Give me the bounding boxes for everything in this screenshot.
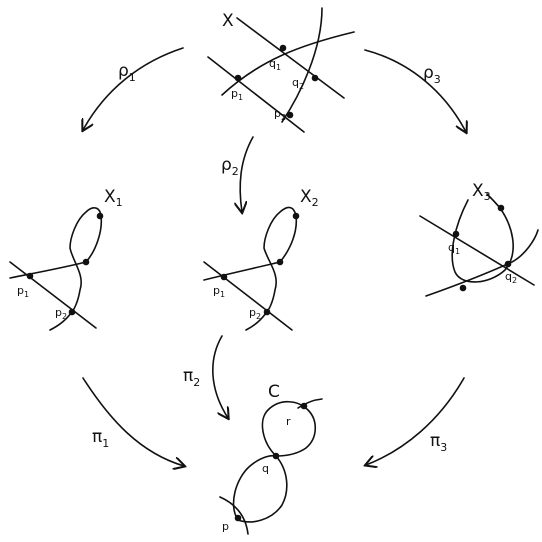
x-curve-b <box>207 56 305 133</box>
x2-point-node <box>276 258 284 266</box>
label-rho-3: ρ3 <box>423 63 441 86</box>
x1-point-node <box>82 258 90 266</box>
x2-point-p1 <box>220 273 228 281</box>
c-q-label: q <box>262 462 269 475</box>
x1-point-p1 <box>26 272 34 280</box>
label-pi-3: π3 <box>430 431 447 454</box>
c-point-r <box>300 402 308 410</box>
x1-title: X1 <box>104 187 123 209</box>
x2-p1-label: p1 <box>213 284 225 299</box>
arrow-rho-2 <box>240 136 254 212</box>
x3-closed-curve <box>451 193 514 283</box>
c-lower-loop <box>232 454 288 523</box>
x3-q2-label: q2 <box>505 270 517 285</box>
arrow-rho-3 <box>364 49 466 132</box>
x2-line <box>203 261 293 331</box>
c-point-q <box>272 452 280 460</box>
surface-x3: X3 q1 q2 <box>419 181 539 297</box>
x-point-p2 <box>286 111 294 119</box>
surface-x: X q1 q2 p1 p2 <box>207 7 355 133</box>
x-title: X <box>222 11 234 31</box>
c-upper-loop <box>261 400 317 457</box>
x-p1-label: p1 <box>231 87 243 102</box>
x2-point-p2 <box>263 308 271 316</box>
c-title: C <box>268 382 280 402</box>
label-rho-2: ρ2 <box>221 155 239 178</box>
x3-title: X3 <box>472 181 491 203</box>
c-r-label: r <box>286 415 291 428</box>
x3-arc <box>425 229 539 297</box>
c-p-label: p <box>222 520 229 533</box>
x3-line <box>419 215 535 286</box>
surface-x2: X2 p1 p2 <box>203 187 319 331</box>
x2-point-top <box>292 212 300 220</box>
c-tail <box>219 496 249 535</box>
x2-p2-label: p2 <box>249 306 261 321</box>
x2-title: X2 <box>300 187 319 209</box>
arrows-rho: ρ1 ρ2 ρ3 <box>83 47 466 212</box>
x-q1-label: q1 <box>269 57 281 72</box>
arrow-rho-1 <box>83 47 184 130</box>
x1-p1-label: p1 <box>17 284 29 299</box>
arrows-pi: π1 π2 π3 <box>82 335 465 466</box>
c-point-p <box>234 514 242 522</box>
x-point-p1 <box>234 74 242 82</box>
x3-point-bottom <box>459 284 467 292</box>
x1-point-p2 <box>68 308 76 316</box>
arrow-pi-1 <box>82 377 184 466</box>
label-pi-2: π2 <box>183 366 200 389</box>
c-top-tail <box>297 398 323 409</box>
x3-point-q1 <box>452 230 460 238</box>
x-curve-d <box>281 7 323 123</box>
x-q2-label: q2 <box>292 76 304 91</box>
x1-point-top <box>96 212 104 220</box>
arrow-pi-3 <box>366 377 465 465</box>
x-p2-label: p2 <box>274 107 286 122</box>
x-point-q2 <box>311 74 319 82</box>
label-rho-1: ρ1 <box>118 61 136 84</box>
arrow-pi-2 <box>212 335 228 418</box>
x1-line <box>9 261 97 329</box>
x3-point-top <box>497 204 505 212</box>
x-point-q1 <box>279 44 287 52</box>
surface-x1: X1 p1 p2 <box>9 187 123 331</box>
x3-q1-label: q1 <box>448 241 460 256</box>
x1-p2-label: p2 <box>55 306 67 321</box>
x3-point-q2 <box>504 260 512 268</box>
x-curve-a <box>236 17 345 99</box>
label-pi-1: π1 <box>92 427 109 450</box>
curve-c: C r q p <box>219 382 323 535</box>
x-curve-c <box>221 31 355 96</box>
